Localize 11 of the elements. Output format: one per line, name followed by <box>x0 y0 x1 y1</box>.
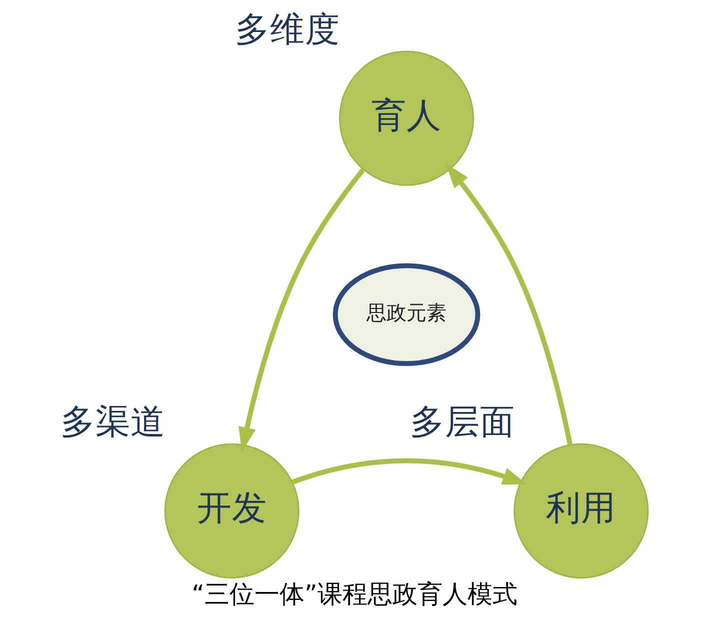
node-label: 多渠道 <box>60 402 165 442</box>
caption: “三位一体”课程思政育人模式 <box>191 580 517 609</box>
node-circle: 开发 <box>164 443 299 578</box>
arrow <box>291 458 527 485</box>
arrow <box>445 163 572 446</box>
node-circle: 利用 <box>513 443 648 578</box>
node-label: 多维度 <box>234 10 340 50</box>
node-ellipse: 思政元素 <box>332 263 480 366</box>
node-label: 多层面 <box>409 402 514 442</box>
arrow <box>238 168 365 452</box>
node-circle: 育人 <box>338 50 474 186</box>
